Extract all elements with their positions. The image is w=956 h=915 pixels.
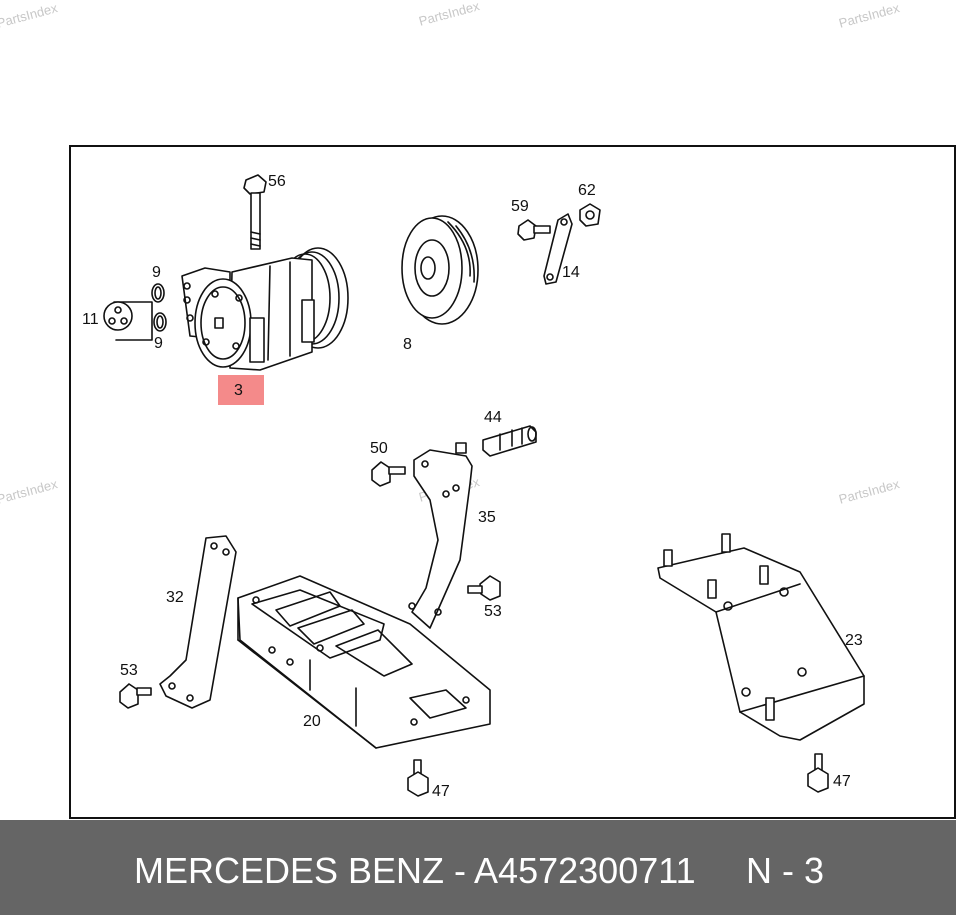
footer-position: N - 3 (746, 850, 825, 891)
callout-11[interactable]: 11 (82, 311, 99, 328)
callout-56[interactable]: 56 (268, 173, 286, 190)
bolt-59[interactable] (517, 219, 551, 241)
bracket-35[interactable] (408, 442, 473, 629)
mount-20[interactable] (237, 575, 491, 749)
callout-3-highlight[interactable] (218, 375, 264, 405)
callout-47-right[interactable]: 47 (833, 773, 851, 790)
pulley-8[interactable] (401, 215, 479, 325)
nut-62[interactable] (579, 203, 601, 227)
compressor-3[interactable] (181, 247, 349, 371)
bolt-56[interactable] (243, 174, 267, 250)
footer-brand-part-number: MERCEDES BENZ - A4572300711 (134, 850, 696, 891)
strap-32[interactable] (159, 535, 237, 709)
plate-23[interactable] (657, 533, 865, 741)
callout-44[interactable]: 44 (484, 409, 502, 426)
o-ring-9-lower[interactable] (153, 312, 167, 332)
diagram-frame (69, 145, 956, 819)
parts-diagram: 56 9 11 9 3 8 59 62 14 44 50 35 53 32 53… (69, 145, 956, 819)
bolt-53-right[interactable] (467, 575, 501, 601)
callout-53-left[interactable]: 53 (120, 662, 138, 679)
callout-47-left[interactable]: 47 (432, 783, 450, 800)
callout-9-lower[interactable]: 9 (154, 335, 163, 352)
bolt-47-right[interactable] (807, 753, 829, 793)
callout-35[interactable]: 35 (478, 509, 496, 526)
callout-32[interactable]: 32 (166, 589, 184, 606)
callout-14[interactable]: 14 (562, 264, 580, 281)
spacer-44[interactable] (482, 425, 537, 457)
strap-14[interactable] (543, 213, 573, 285)
callout-59[interactable]: 59 (511, 198, 529, 215)
bolt-47-left[interactable] (407, 759, 429, 797)
callout-9-upper[interactable]: 9 (152, 264, 161, 281)
bolt-53-left[interactable] (119, 683, 152, 709)
callout-8[interactable]: 8 (403, 336, 412, 353)
callout-50[interactable]: 50 (370, 440, 388, 457)
callout-20[interactable]: 20 (303, 713, 321, 730)
callout-53-right[interactable]: 53 (484, 603, 502, 620)
o-ring-9-upper[interactable] (151, 283, 165, 303)
callout-23[interactable]: 23 (845, 632, 863, 649)
valve-11[interactable] (103, 301, 153, 341)
footer-bar: MERCEDES BENZ - A4572300711 N - 3 (0, 820, 956, 915)
callout-62[interactable]: 62 (578, 182, 596, 199)
callout-3[interactable]: 3 (234, 382, 243, 399)
bolt-50[interactable] (371, 461, 406, 487)
